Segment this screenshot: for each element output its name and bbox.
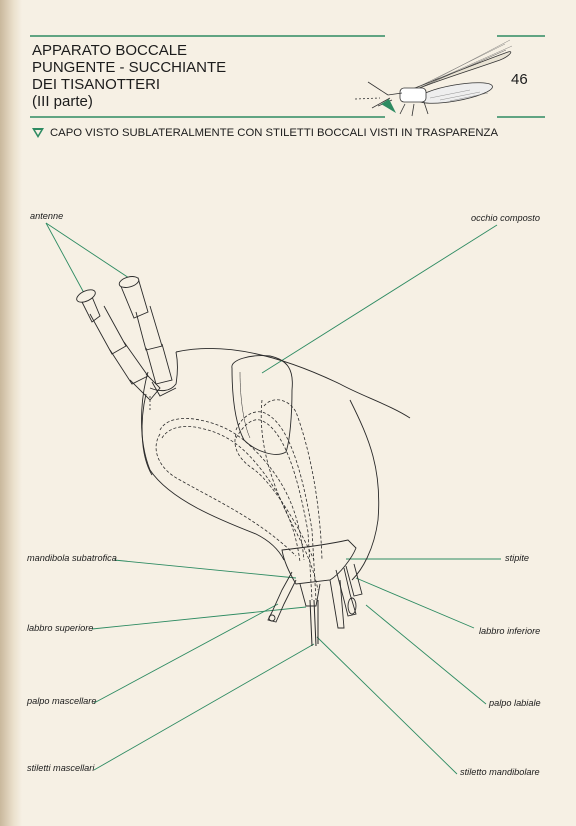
label-antenne: antenne [30,211,64,221]
label-stiletti-mascellari: stiletti mascellari [27,763,95,773]
triangle-bullet-icon [32,128,44,138]
thrips-emblem-icon [354,39,513,117]
emblem-pointer-icon [381,99,396,113]
subtitle-text: CAPO VISTO SUBLATERALMENTE CON STILETTI … [50,127,498,139]
leader-lines [45,222,501,775]
insect-head-drawing [76,276,411,647]
section-subtitle: CAPO VISTO SUBLATERALMENTE CON STILETTI … [32,127,498,139]
label-occhio-composto: occhio composto [471,213,540,223]
title-line-2: PUNGENTE - SUCCHIANTE [32,59,227,76]
title-line-3: DEI TISANOTTERI [32,76,161,93]
page-title: APPARATO BOCCALE PUNGENTE - SUCCHIANTE D… [32,42,292,110]
page-number: 46 [511,71,528,88]
title-line-1: APPARATO BOCCALE [32,42,188,59]
internal-stylets-dashed [149,396,323,601]
label-mandibola-subatrofica: mandibola subatrofica [27,553,117,563]
page-binding-shadow [0,0,22,826]
title-line-4: (III parte) [32,93,93,110]
label-labbro-superiore: labbro superiore [27,623,94,633]
label-stiletto-mandibolare: stiletto mandibolare [460,767,540,777]
label-palpo-labiale: palpo labiale [489,698,541,708]
label-palpo-mascellare: palpo mascellare [27,696,97,706]
header-rules [30,35,545,118]
label-labbro-inferiore: labbro inferiore [479,626,541,636]
label-stipite: stipite [505,553,530,563]
